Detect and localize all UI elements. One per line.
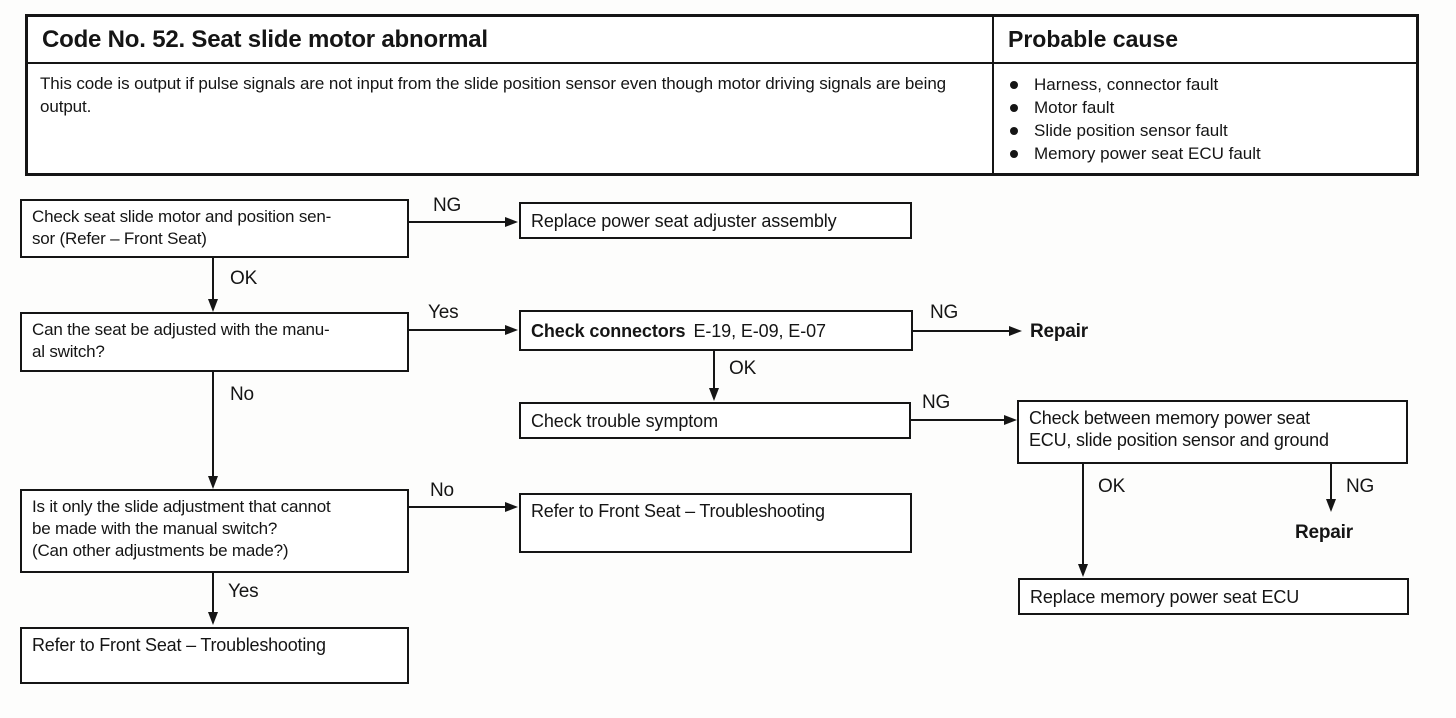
bullet-icon — [1010, 104, 1018, 112]
branch-label-no: No — [430, 480, 454, 501]
branch-label-no: No — [230, 384, 254, 405]
ng-arrow-line — [1330, 464, 1332, 500]
ng-arrow-line — [913, 330, 1010, 332]
ok-arrow-line — [1082, 464, 1084, 565]
flow-box-ecu-ground: Check between memory power seat ECU, sli… — [1017, 400, 1408, 464]
ng-arrow-line — [911, 419, 1006, 421]
branch-label-ng: NG — [922, 392, 951, 413]
bullet-icon — [1010, 81, 1018, 89]
ok-arrow-line — [212, 258, 214, 300]
bullet-icon — [1010, 150, 1018, 158]
arrow-right-icon — [1004, 415, 1017, 425]
arrow-right-icon — [505, 325, 518, 335]
code-description: This code is output if pulse signals are… — [28, 64, 994, 173]
page-title: Code No. 52. Seat slide motor abnormal — [28, 17, 994, 64]
arrow-right-icon — [505, 502, 518, 512]
flow-box-check-symptom: Check trouble symptom — [519, 402, 911, 439]
repair-terminal: Repair — [1295, 522, 1353, 543]
ok-arrow-line — [713, 351, 715, 389]
branch-label-yes: Yes — [228, 581, 259, 602]
branch-label-ok: OK — [230, 268, 258, 289]
probable-cause-text: Slide position sensor fault — [1034, 121, 1228, 140]
probable-cause-text: Memory power seat ECU fault — [1034, 144, 1261, 163]
yes-arrow-line — [212, 573, 214, 613]
arrow-down-icon — [208, 299, 218, 312]
ng-arrow-line — [409, 221, 506, 223]
arrow-right-icon — [1009, 326, 1022, 336]
flow-box-replace-adjuster: Replace power seat adjuster assembly — [519, 202, 912, 239]
bullet-icon — [1010, 127, 1018, 135]
arrow-right-icon — [505, 217, 518, 227]
arrow-down-icon — [208, 476, 218, 489]
probable-cause-text: Harness, connector fault — [1034, 75, 1219, 94]
yes-arrow-line — [409, 329, 506, 331]
check-connectors-label: Check connectors — [531, 320, 686, 341]
arrow-down-icon — [1078, 564, 1088, 577]
flow-box-refer-front-seat-mid: Refer to Front Seat – Troubleshooting — [519, 493, 912, 553]
probable-cause-title: Probable cause — [994, 17, 1416, 64]
arrow-down-icon — [208, 612, 218, 625]
header-table: Code No. 52. Seat slide motor abnormal P… — [25, 14, 1419, 176]
flow-box-replace-ecu: Replace memory power seat ECU — [1018, 578, 1409, 615]
probable-cause-item: Slide position sensor fault — [1006, 119, 1406, 142]
probable-cause-item: Harness, connector fault — [1006, 73, 1406, 96]
repair-terminal: Repair — [1030, 321, 1088, 342]
flow-box-slide-adjustment: Is it only the slide adjustment that can… — [20, 489, 409, 573]
flow-box-manual-switch: Can the seat be adjusted with the manu- … — [20, 312, 409, 372]
flow-box-check-motor: Check seat slide motor and position sen-… — [20, 199, 409, 258]
branch-label-ng: NG — [1346, 476, 1375, 497]
branch-label-ng: NG — [930, 302, 959, 323]
probable-cause-item: Memory power seat ECU fault — [1006, 142, 1406, 165]
arrow-down-icon — [1326, 499, 1336, 512]
flow-box-refer-front-seat-bottom: Refer to Front Seat – Troubleshooting — [20, 627, 409, 684]
connector-ids: E-19, E-09, E-07 — [693, 320, 826, 341]
probable-cause-item: Motor fault — [1006, 96, 1406, 119]
no-arrow-line — [212, 372, 214, 477]
branch-label-ng: NG — [433, 195, 462, 216]
probable-cause-text: Motor fault — [1034, 98, 1115, 117]
probable-cause-list: Harness, connector fault Motor fault Sli… — [994, 64, 1416, 173]
branch-label-ok: OK — [729, 358, 757, 379]
branch-label-yes: Yes — [428, 302, 459, 323]
no-arrow-line — [409, 506, 506, 508]
branch-label-ok: OK — [1098, 476, 1126, 497]
flow-box-check-connectors: Check connectors E-19, E-09, E-07 — [519, 310, 913, 351]
arrow-down-icon — [709, 388, 719, 401]
